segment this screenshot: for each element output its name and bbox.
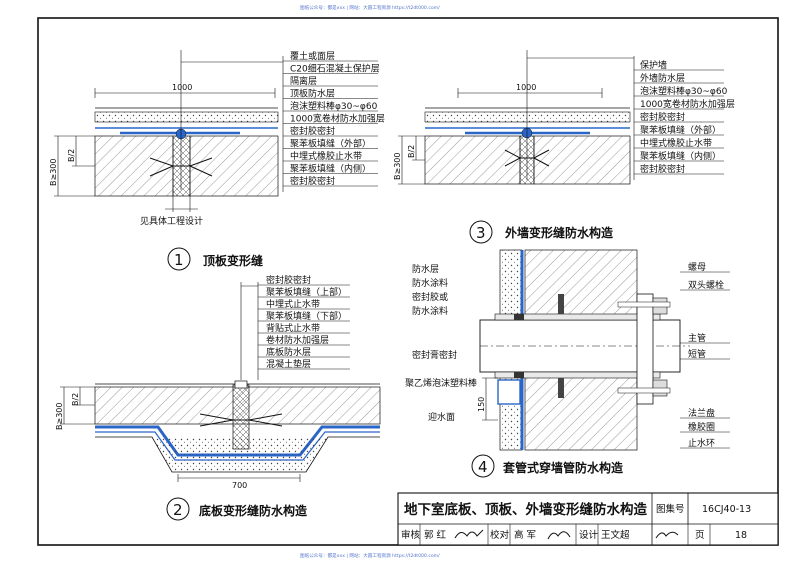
d2-label-3: 聚苯板填缝（下部）: [266, 310, 347, 322]
d4-left-label-3: 防水涂料: [412, 305, 448, 317]
d4-left-label-2: 密封胶或: [412, 291, 448, 303]
d2-caption: 底板变形缝防水构造: [199, 503, 308, 518]
d4-right-label-6: 止水环: [688, 437, 715, 449]
d2-label-7: 混凝土垫层: [266, 358, 311, 370]
d1-label-2: 隔离层: [290, 75, 317, 87]
checker-name: 高 军: [514, 529, 536, 541]
reviewer-name: 郭 红: [424, 529, 447, 541]
page-number: 18: [735, 530, 747, 541]
d4-right-label-4: 法兰盘: [688, 407, 715, 419]
d1-dim-b: B≥300: [49, 159, 58, 186]
d3-label-2: 泡沫塑料棒φ30~φ60: [640, 85, 728, 97]
watermark-top: 图纸公众号：都是xxx | 网站：大圆工程资源 https://t2dt000.…: [300, 4, 440, 11]
d1-note: 见具体工程设计: [140, 215, 203, 227]
d3-label-6: 中埋式橡胶止水带: [640, 137, 712, 149]
d3-number: 3: [476, 224, 486, 242]
atlas-label: 图集号: [656, 503, 685, 515]
d4-left-label-5: 聚乙烯泡沫塑料棒: [405, 377, 477, 389]
d3-label-0: 保护墙: [640, 59, 667, 71]
d3-label-7: 聚苯板填缝（内侧）: [640, 150, 721, 162]
sheet-title: 地下室底板、顶板、外墙变形缝防水构造: [404, 501, 647, 518]
d4-right-label-0: 螺母: [688, 262, 706, 273]
d2-dim-b: B≥300: [55, 403, 64, 430]
d3-label-3: 1000宽卷材防水加强层: [640, 98, 735, 110]
d4-right-label-1: 双头螺栓: [688, 279, 724, 291]
watermark-bottom: 图纸公众号：都是xxx | 网站：大圆工程资源 https://t2dt000.…: [300, 552, 440, 559]
designer-name: 王文超: [601, 529, 630, 541]
d1-label-0: 覆土或面层: [290, 50, 335, 62]
d3-dim-b2: B/2: [407, 145, 416, 158]
d2-label-0: 密封胶密封: [266, 274, 311, 286]
d2-label-6: 底板防水层: [266, 346, 311, 358]
d2-number: 2: [173, 501, 183, 519]
checker-signature: [547, 531, 571, 540]
design-label: 设计: [579, 529, 599, 541]
d1-label-3: 顶板防水层: [290, 88, 335, 100]
d2-label-5: 卷材防水加强层: [266, 334, 329, 346]
d1-dim-b2: B/2: [67, 149, 76, 162]
d2-dim-width: 700: [232, 481, 247, 490]
d2-label-2: 中埋式止水带: [266, 298, 320, 310]
d3-dim-width: 1000: [516, 83, 536, 92]
d1-label-5: 1000宽卷材防水加强层: [290, 113, 385, 125]
reviewer-signature: [454, 529, 484, 539]
d1-dim-width: 1000: [172, 83, 192, 92]
d1-caption: 顶板变形缝: [203, 253, 263, 268]
d2-label-4: 背贴式止水带: [266, 322, 320, 334]
d1-label-7: 聚苯板填缝（外部）: [290, 138, 371, 150]
d4-right-label-5: 橡胶圈: [688, 421, 715, 433]
diagram-roof-slab: 1000 见具体工程设计 B≥300 B/2 覆土或面层C20细石混凝土保护层隔…: [49, 50, 385, 271]
d2-dim-b2: B/2: [71, 393, 80, 406]
d4-dim-150: 150: [477, 397, 486, 412]
d3-caption: 外墙变形缝防水构造: [505, 225, 614, 240]
d3-label-5: 聚苯板填缝（外部）: [640, 124, 721, 136]
d4-number: 4: [478, 458, 488, 476]
check-label: 校对: [490, 529, 510, 541]
review-label: 审核: [401, 529, 421, 541]
d4-caption: 套管式穿墙管防水构造: [502, 460, 624, 475]
page-label: 页: [695, 530, 705, 541]
d3-label-4: 密封胶密封: [640, 111, 685, 123]
d1-label-1: C20细石混凝土保护层: [290, 63, 380, 75]
d3-label-1: 外墙防水层: [640, 72, 685, 84]
d4-right-label-3: 短管: [688, 348, 706, 360]
d1-label-9: 聚苯板填缝（内侧）: [290, 163, 371, 175]
atlas-number: 16CJ40-13: [702, 504, 751, 515]
sheet-border: [37, 17, 779, 546]
d4-left-label-1: 防水涂料: [412, 277, 448, 289]
designer-signature: [655, 531, 679, 539]
d4-right-label-2: 主管: [688, 332, 706, 344]
d4-left-label-0: 防水层: [412, 263, 439, 275]
diagram-floor-slab: 700 B≥300 B/2 密封胶密封聚苯板填缝（上部）中埋式止水带聚苯板填缝（…: [55, 274, 381, 521]
d1-label-6: 密封胶密封: [290, 125, 335, 137]
d2-label-1: 聚苯板填缝（上部）: [266, 286, 347, 298]
diagram-external-wall: 1000 B≥300 B/2 保护墙外墙防水层泡沫塑料棒φ30~φ601000宽…: [393, 50, 735, 244]
d4-left-label-6: 迎水面: [428, 411, 455, 423]
title-block: 地下室底板、顶板、外墙变形缝防水构造 图集号 16CJ40-13 审核 郭 红 …: [397, 492, 779, 546]
d3-dim-b: B≥300: [393, 153, 402, 180]
d1-number: 1: [174, 251, 184, 269]
d1-label-10: 密封胶密封: [290, 175, 335, 187]
d4-left-label-4: 密封膏密封: [412, 349, 457, 361]
d3-label-8: 密封胶密封: [640, 163, 685, 175]
d1-label-4: 泡沫塑料棒φ30~φ60: [290, 100, 378, 112]
d1-label-8: 中埋式橡胶止水带: [290, 150, 362, 162]
